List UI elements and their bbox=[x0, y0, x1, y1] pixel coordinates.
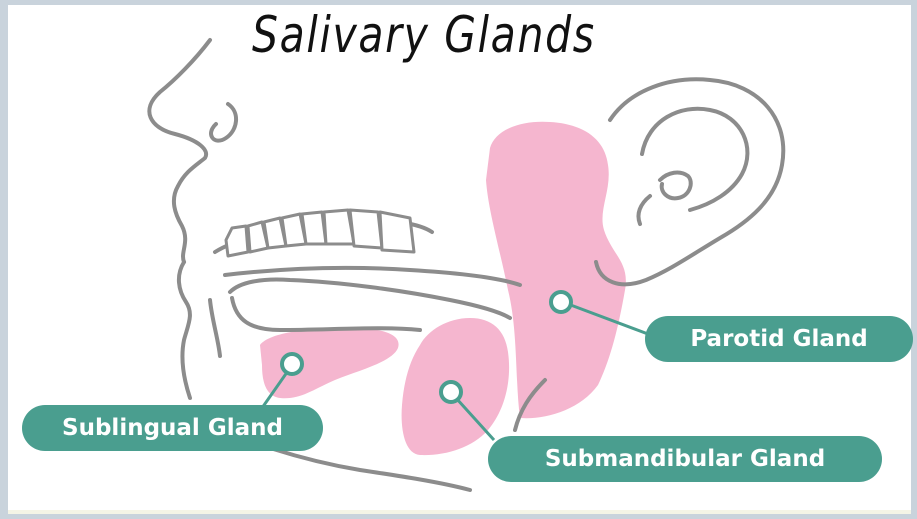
ear-outline bbox=[596, 79, 783, 284]
submandibular-gland-label: Submandibular Gland bbox=[488, 436, 882, 482]
diagram-title: Salivary Glands bbox=[252, 6, 596, 64]
teeth-outline bbox=[226, 210, 414, 256]
sublingual-gland-label: Sublingual Gland bbox=[22, 405, 323, 451]
parotid-gland-label: Parotid Gland bbox=[645, 316, 913, 362]
